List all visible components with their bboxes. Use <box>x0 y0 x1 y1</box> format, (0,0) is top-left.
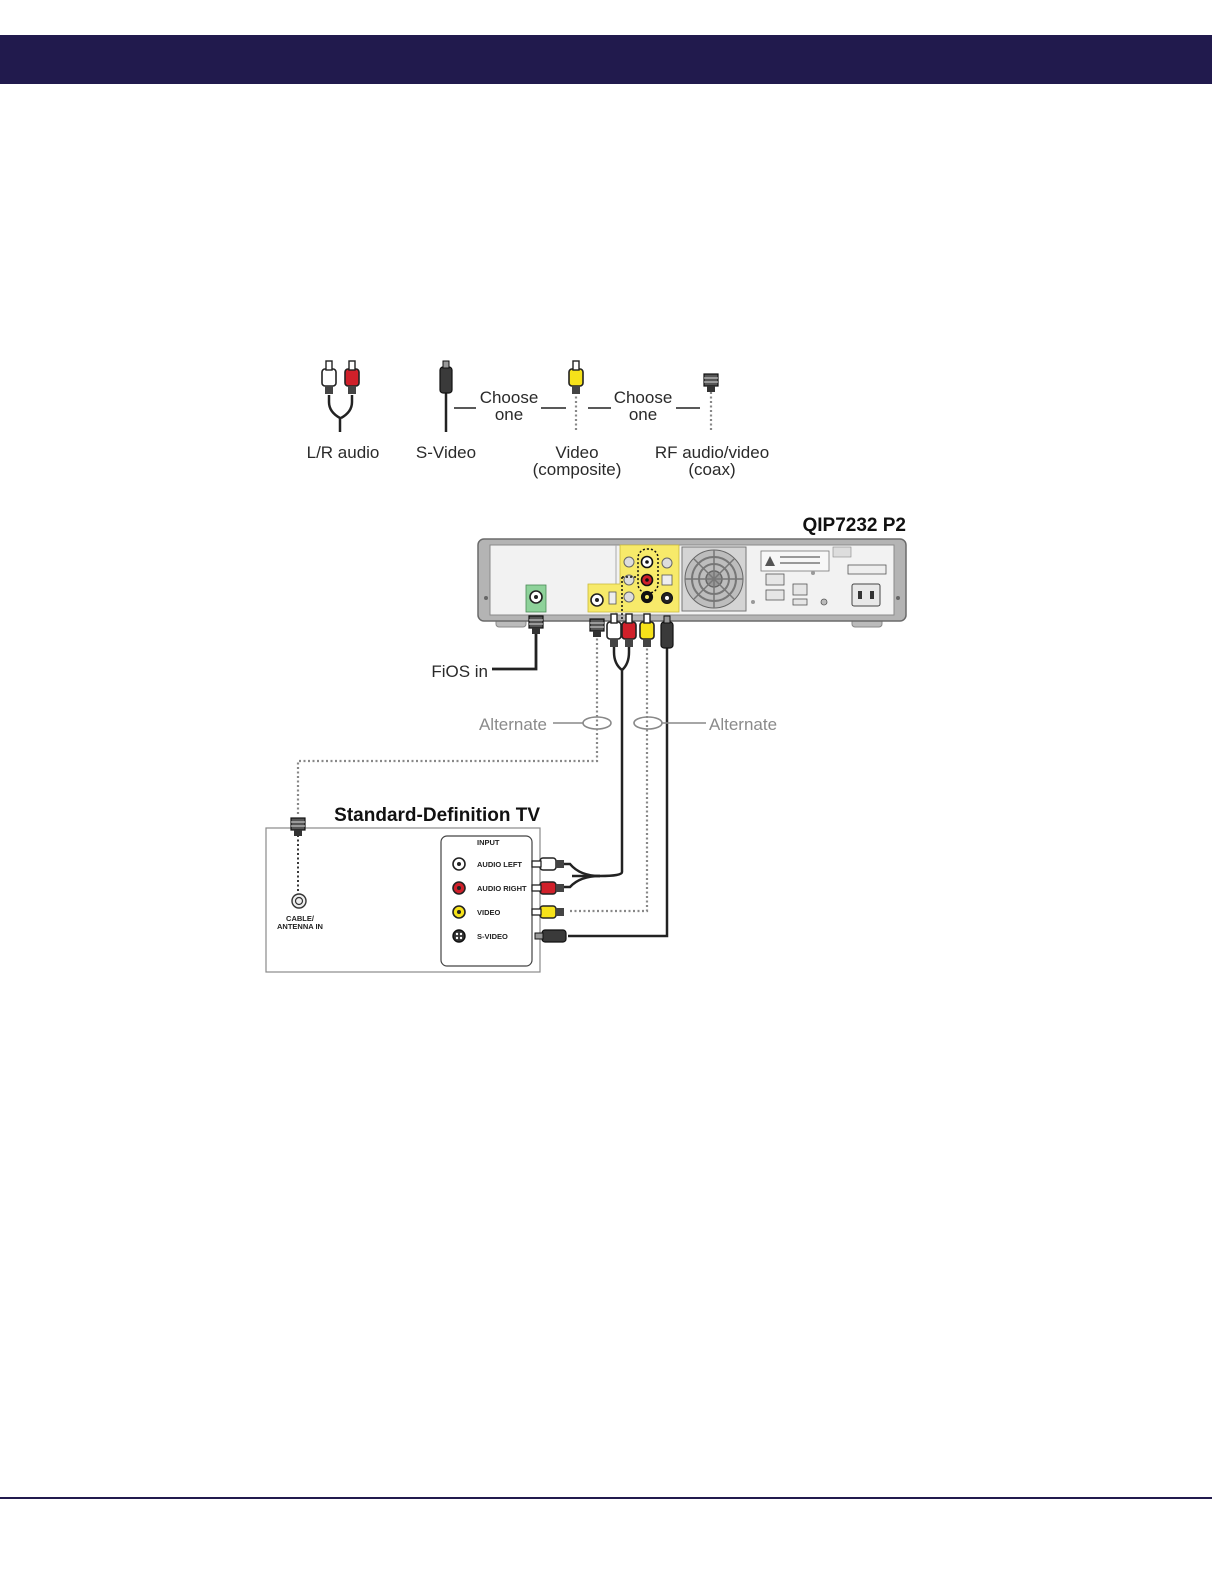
lr-audio-cable <box>564 614 636 887</box>
legend-video-line2: (composite) <box>533 460 622 479</box>
standard-definition-tv: INPUT AUDIO LEFT AUDIO RIGHT VIDEO S-VID… <box>266 818 566 972</box>
alternate-right-label: Alternate <box>709 715 777 734</box>
tv-cable-label-line2: ANTENNA IN <box>277 922 323 931</box>
red-rca-plug-icon <box>345 361 359 394</box>
tv-input-audio-left: AUDIO LEFT <box>477 860 522 869</box>
fios-coax-plug-icon <box>529 616 543 634</box>
rf-coax-cable <box>298 619 604 815</box>
tv-input-svideo: S-VIDEO <box>477 932 508 941</box>
legend-svideo-label: S-Video <box>416 443 476 462</box>
tv-input-audio-right: AUDIO RIGHT <box>477 884 527 893</box>
fios-in-cable: FiOS in <box>431 616 543 681</box>
yellow-rca-plug-icon <box>569 361 583 394</box>
tv-input-video: VIDEO <box>477 908 501 917</box>
alternate-left-label: Alternate <box>479 715 547 734</box>
white-rca-plug-icon <box>322 361 336 394</box>
alternate-callout-right: Alternate <box>634 715 777 734</box>
tv-svideo-jack-icon <box>453 930 465 942</box>
set-top-box <box>478 539 906 627</box>
stb-model-label: QIP7232 P2 <box>802 515 906 536</box>
tv-cable-antenna-jack-icon <box>292 894 306 908</box>
legend-lr-audio-label: L/R audio <box>307 443 380 462</box>
alternate-callout-left: Alternate <box>479 715 611 734</box>
power-inlet-icon <box>852 584 880 606</box>
stb-coax-plug-icon <box>590 619 604 637</box>
legend-choose-one-1: Choose one <box>454 388 566 424</box>
choose-one-2-line2: one <box>629 405 657 424</box>
legend-svideo: S-Video <box>416 361 476 462</box>
fios-in-label: FiOS in <box>431 662 488 681</box>
svideo-plug-icon <box>440 361 452 393</box>
legend-rf-line2: (coax) <box>688 460 735 479</box>
choose-one-1-line2: one <box>495 405 523 424</box>
tv-title: Standard-Definition TV <box>334 805 540 826</box>
tv-input-panel <box>441 836 532 966</box>
legend-video: Video (composite) <box>533 361 622 479</box>
composite-video-cable <box>568 614 654 911</box>
legend-choose-one-2: Choose one <box>588 388 700 424</box>
svideo-cable <box>568 616 673 936</box>
coax-plug-icon <box>704 374 718 392</box>
tv-input-header: INPUT <box>477 838 500 847</box>
legend-lr-audio: L/R audio <box>307 361 380 462</box>
